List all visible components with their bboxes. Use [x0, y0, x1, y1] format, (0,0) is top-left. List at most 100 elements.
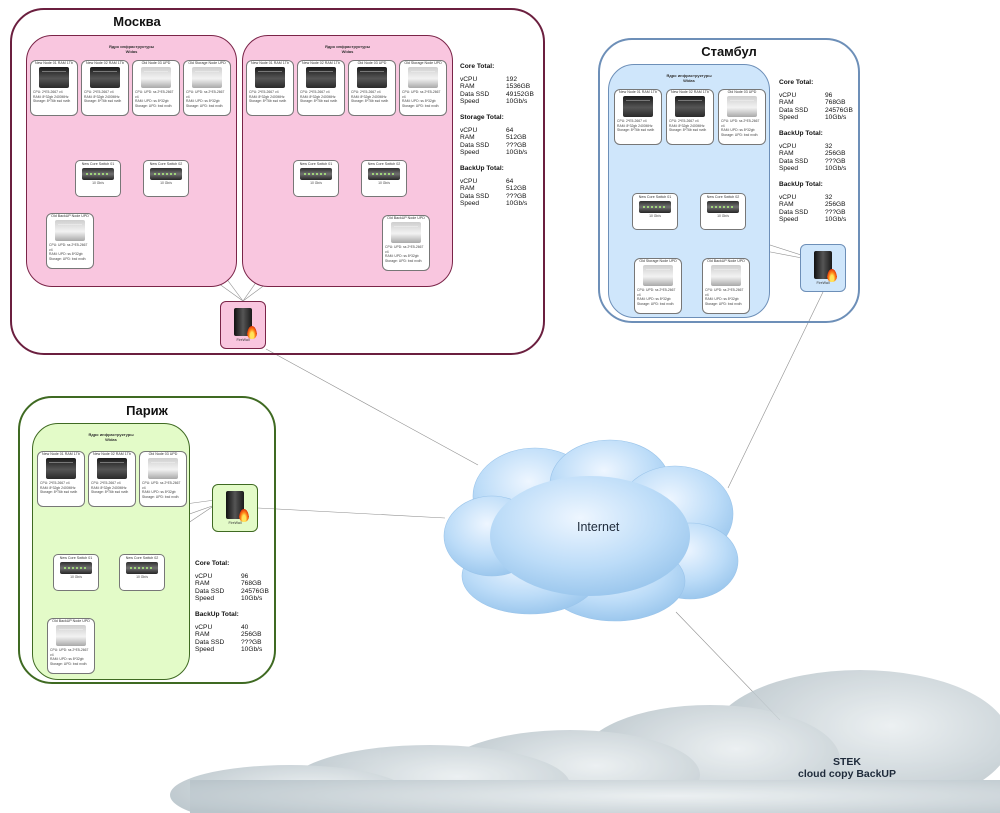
- backup-node[interactable]: Old BackUP Node UPD CPU: UPD: ss 2*E5-26…: [47, 618, 95, 674]
- switch-icon: [707, 201, 739, 213]
- summary-key: RAM: [779, 201, 794, 209]
- storage-node[interactable]: Old Storage Node UPD CPU: UPD: ss 2*E5-2…: [399, 60, 447, 116]
- backup-node[interactable]: Old BackUP Node UPD CPU: UPD: ss 2*E5-26…: [702, 258, 750, 314]
- core-switch[interactable]: New Core Switch 02 10 Gb/s: [119, 554, 165, 591]
- switch-title: New Core Switch 01: [81, 162, 115, 166]
- server-icon: [90, 67, 120, 88]
- summary-value: 32: [825, 193, 833, 201]
- summary-key: Speed: [460, 98, 480, 106]
- server-icon: [623, 96, 653, 117]
- server-icon: [148, 458, 178, 479]
- node-title: New Node 02 RAM 1Tb: [302, 61, 340, 65]
- node-title: New Node 01 RAM 1Tb: [42, 452, 80, 456]
- switch-speed: 10 Gb/s: [136, 575, 148, 579]
- paris-site: Париж: [18, 396, 276, 684]
- moscow-title: Москва: [113, 14, 161, 29]
- storage-node[interactable]: Old Storage Node UPD CPU: UPD: ss 2*E5-2…: [634, 258, 682, 314]
- switch-icon: [639, 201, 671, 213]
- server-icon: [141, 67, 171, 88]
- summary-value: 256GB: [825, 150, 846, 158]
- summary-value: 10Gb/s: [825, 216, 847, 224]
- server-icon: [711, 265, 741, 286]
- summary-title: BackUp Total:: [779, 129, 823, 137]
- switch-icon: [82, 168, 114, 180]
- storage-node[interactable]: Old Storage Node UPD CPU: UPD: ss 2*E5-2…: [183, 60, 231, 116]
- summary-value: 49152GB: [506, 90, 534, 98]
- switch-speed: 10 Gb/s: [310, 181, 322, 185]
- stek-subtitle: cloud copy BackUP: [797, 768, 897, 780]
- summary-value: 10Gb/s: [506, 200, 528, 208]
- firewall-icon: [226, 491, 249, 522]
- server-node[interactable]: Old Node 03 UPD CPU: UPD: ss 2*E5-2667 v…: [132, 60, 180, 116]
- summary-key: vCPU: [195, 623, 213, 631]
- core-switch[interactable]: New Core Switch 01 10 Gb/s: [75, 160, 121, 197]
- node-title: Old Node 03 UPD: [727, 90, 757, 94]
- summary-key: vCPU: [460, 126, 478, 134]
- firewall-label: FireWall: [816, 281, 830, 285]
- summary-value: ???GB: [506, 192, 527, 200]
- paris-firewall[interactable]: FireWall: [212, 484, 258, 532]
- summary-key: vCPU: [779, 91, 797, 99]
- server-node[interactable]: Old Node 03 UPD CPU: UPD: ss 2*E5-2667 v…: [718, 89, 766, 145]
- server-icon: [306, 67, 336, 88]
- server-node[interactable]: Old Node 03 UPD CPU: UPD: ss 2*E5-2667 v…: [139, 451, 187, 507]
- server-icon: [391, 222, 421, 243]
- summary-key: Speed: [460, 149, 480, 157]
- summary-value: 24576GB: [825, 106, 853, 114]
- server-icon: [643, 265, 673, 286]
- summary-value: 96: [241, 572, 249, 580]
- core-switch[interactable]: New Core Switch 02 10 Gb/s: [700, 193, 746, 230]
- backup-node[interactable]: Old BackUP Node UPD CPU: UPD: ss 2*E5-26…: [382, 215, 430, 271]
- switch-title: New Core Switch 02: [125, 556, 159, 560]
- summary-title: Core Total:: [779, 79, 814, 86]
- node-title: Old Storage Node UPD: [404, 61, 442, 65]
- moscow-firewall[interactable]: FireWall: [220, 301, 266, 349]
- stek-backup-cloud: [170, 670, 1000, 813]
- summary-key: RAM: [779, 99, 794, 107]
- summary-value: 768GB: [825, 99, 846, 107]
- istanbul-firewall[interactable]: FireWall: [800, 244, 846, 292]
- switch-speed: 10 Gb/s: [649, 214, 661, 218]
- core-switch[interactable]: New Core Switch 01 10 Gb/s: [53, 554, 99, 591]
- server-icon: [675, 96, 705, 117]
- summary-value: 64: [506, 126, 514, 134]
- node-title: Old BackUP Node UPD: [52, 619, 90, 623]
- core-switch[interactable]: New Core Switch 02 10 Gb/s: [143, 160, 189, 197]
- summary-value: 1536GB: [506, 83, 531, 91]
- stek-title: STEK: [832, 756, 861, 768]
- switch-title: New Core Switch 02: [706, 195, 740, 199]
- server-icon: [56, 625, 86, 646]
- core-switch[interactable]: New Core Switch 01 10 Gb/s: [293, 160, 339, 197]
- summary-key: Data SSD: [460, 141, 490, 149]
- summary-title: Core Total:: [460, 63, 495, 70]
- summary-title: Core Total:: [195, 560, 230, 567]
- summary-title: BackUp Total:: [195, 610, 239, 618]
- server-icon: [192, 67, 222, 88]
- backup-node[interactable]: Old BackUP Node UPD CPU: UPD: ss 2*E5-26…: [46, 213, 94, 269]
- server-icon: [46, 458, 76, 479]
- core-switch[interactable]: New Core Switch 02 10 Gb/s: [361, 160, 407, 197]
- summary-key: Data SSD: [195, 587, 225, 595]
- core-switch[interactable]: New Core Switch 01 10 Gb/s: [632, 193, 678, 230]
